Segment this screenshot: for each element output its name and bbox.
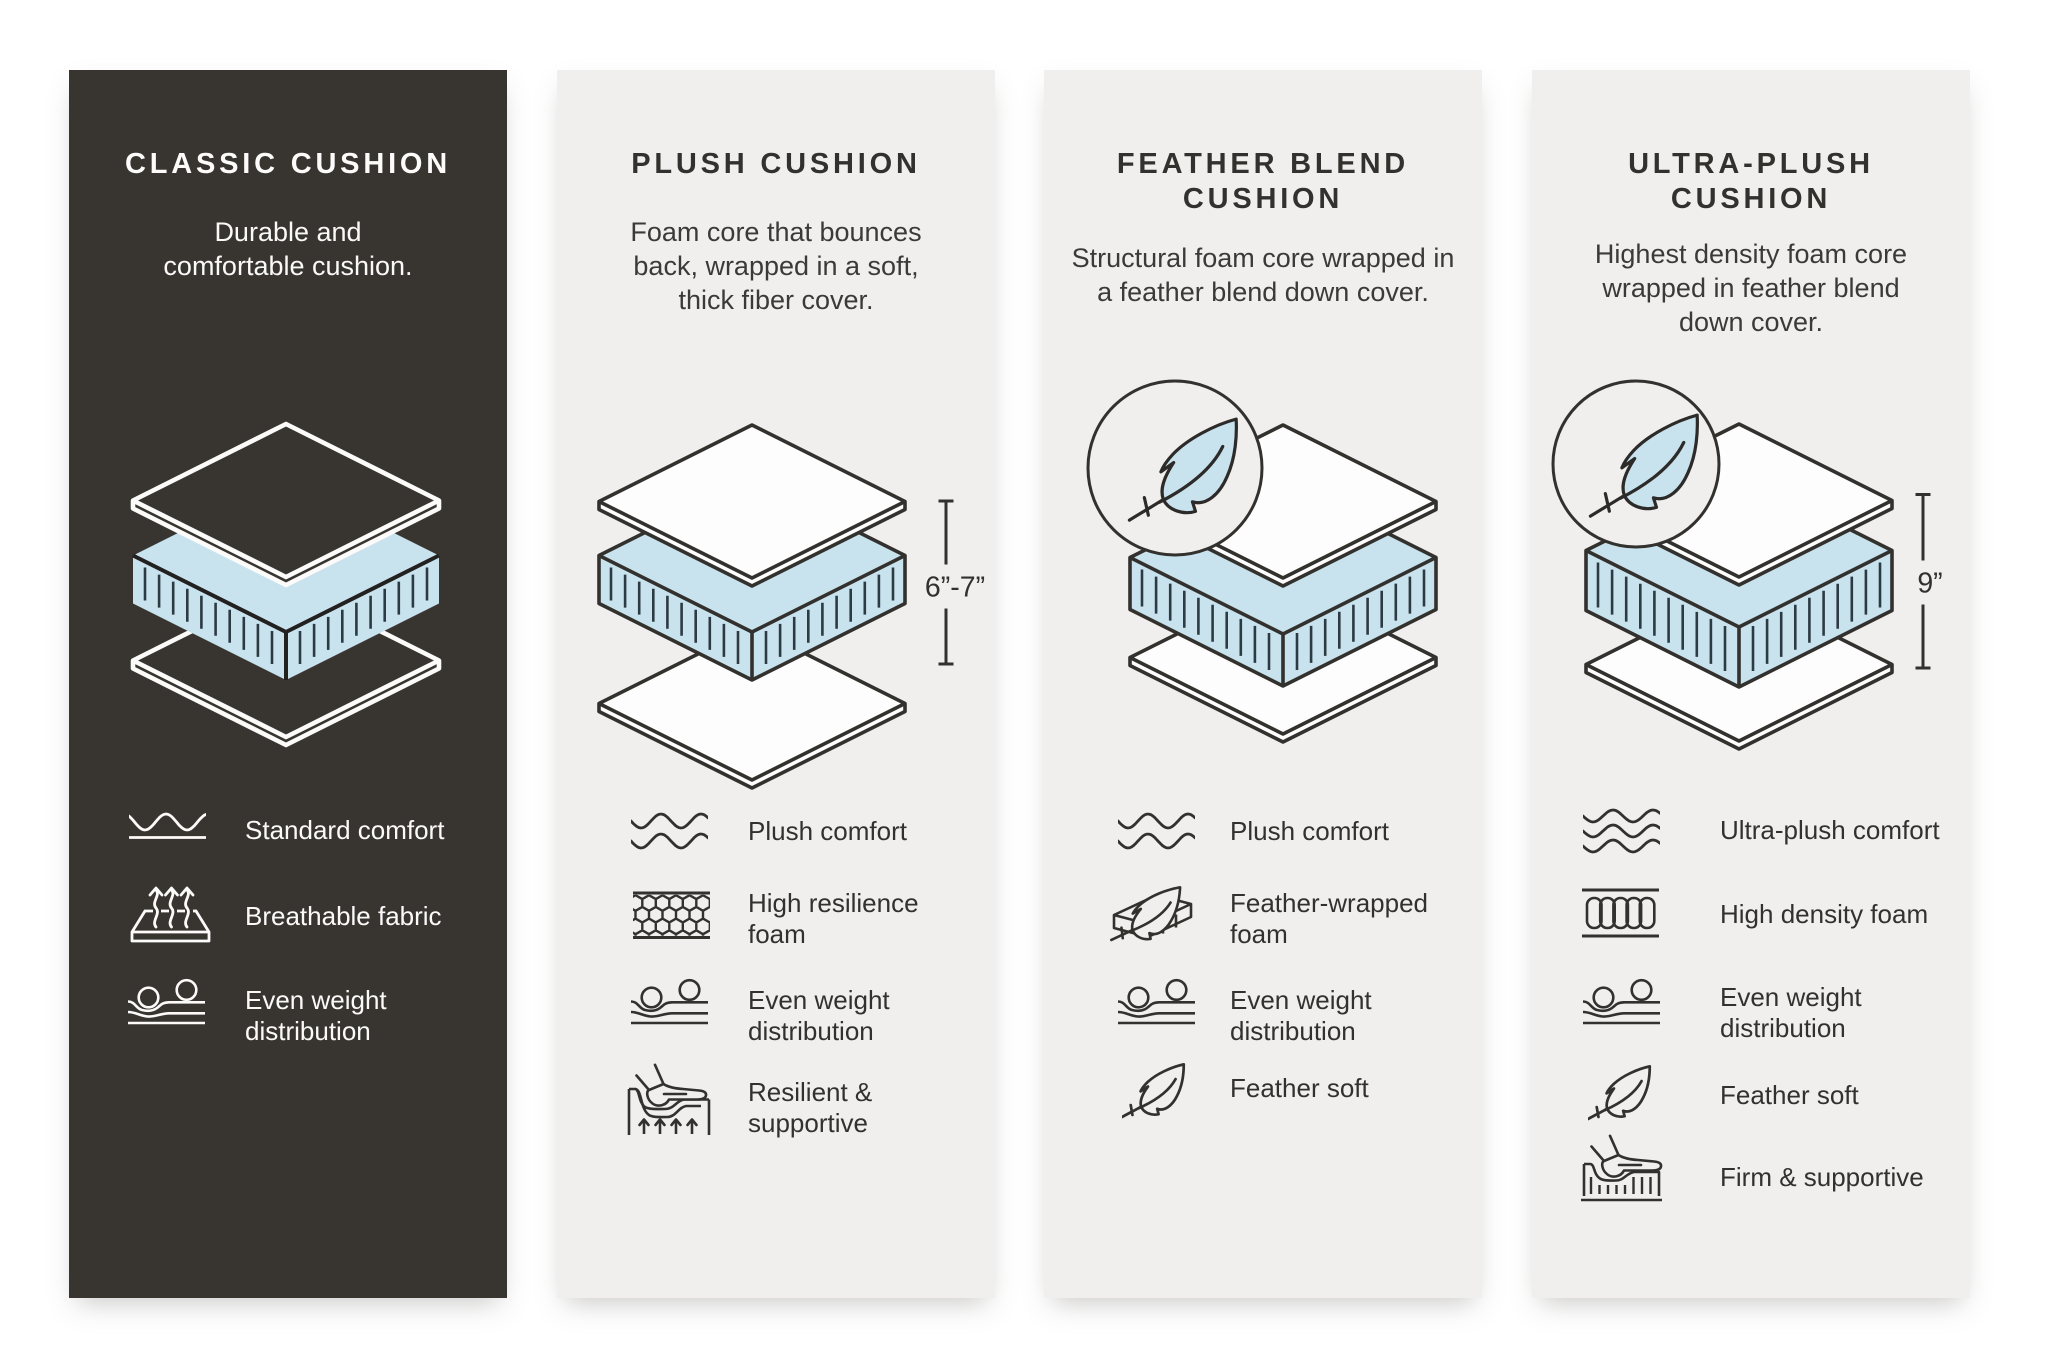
svg-text:9”: 9” — [1917, 568, 1942, 600]
svg-text:6”-7”: 6”-7” — [925, 572, 985, 604]
